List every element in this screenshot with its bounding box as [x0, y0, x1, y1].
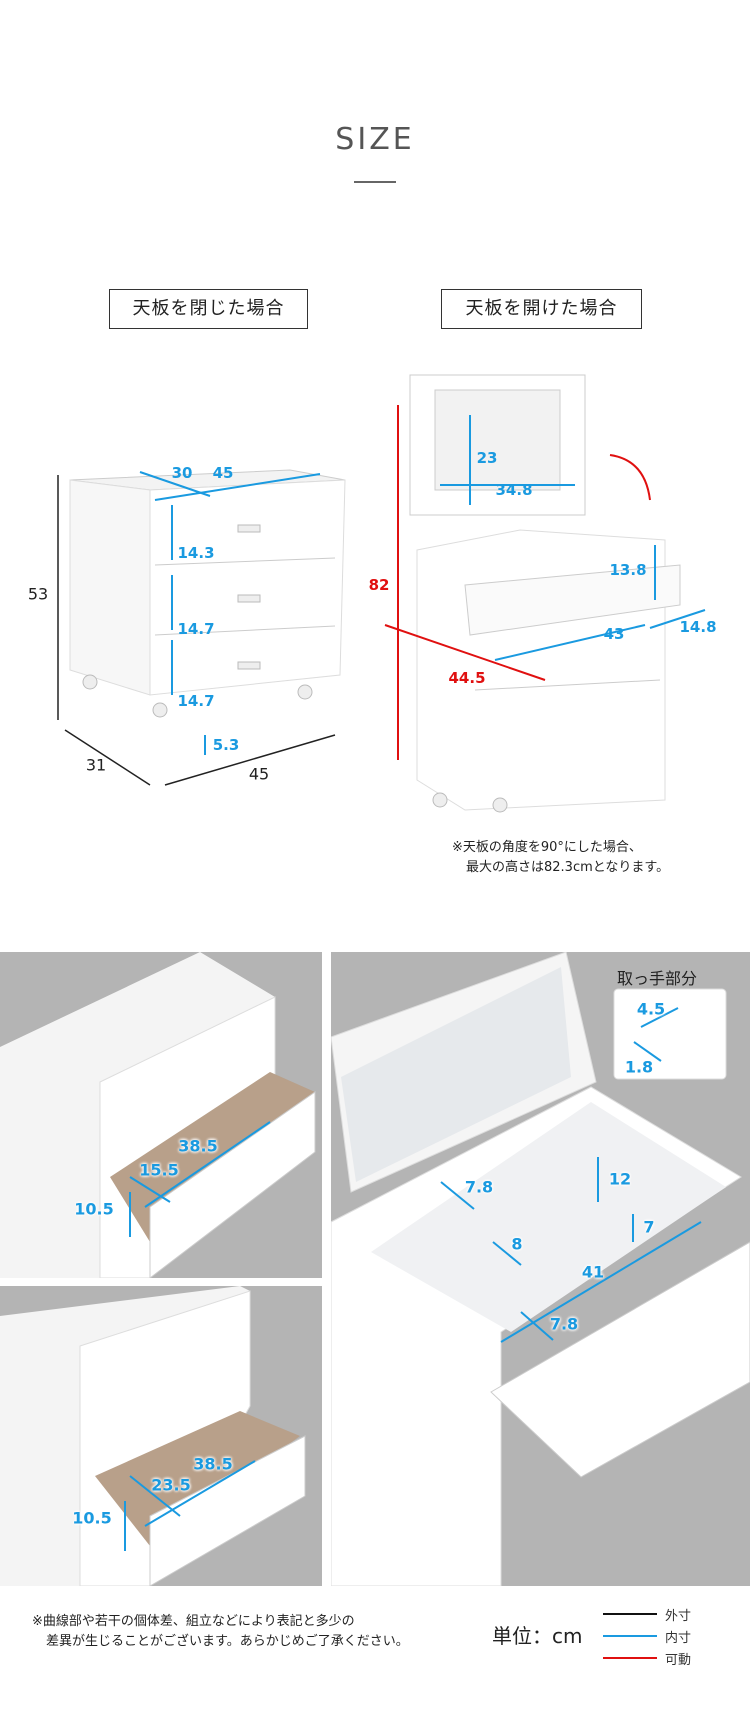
dim-drawer-length: 38.5 [193, 1454, 233, 1474]
legend-label: 内寸 [665, 1630, 692, 1646]
arrow-legend: 外寸 内寸 可動 [603, 1603, 691, 1669]
dim-drawer-length: 38.5 [178, 1136, 218, 1156]
legend-outer: 外寸 [603, 1603, 691, 1625]
legend-label: 可動 [665, 1652, 692, 1668]
footer-note-line2: 差異が生じることがございます。あらかじめご了承ください。 [46, 1634, 409, 1649]
dim-compartment3: 7.8 [549, 1314, 579, 1334]
open-chest-drawing: 82 23 34.8 13.8 43 14.8 44.5 [360, 360, 750, 820]
dim-swing: 44.5 [448, 669, 486, 687]
photo-bottom-left: 38.5 23.5 10.5 [0, 1286, 322, 1586]
dim-handle-width: 4.5 [636, 999, 666, 1019]
inset-title: 取っ手部分 [617, 969, 698, 988]
unit-label: 単位：cm [492, 1624, 583, 1648]
open-chest-illustration [384, 374, 706, 813]
dim-tray-width: 43 [603, 625, 625, 643]
dim-drawer3: 14.7 [177, 692, 215, 710]
legend-movable: 可動 [603, 1647, 691, 1669]
dim-flap-depth: 14.8 [679, 618, 717, 636]
black-arrow-icon [603, 1613, 657, 1615]
dim-tray-height: 13.8 [609, 561, 647, 579]
dim-compartment1: 7.8 [464, 1177, 494, 1197]
open-note-line1: ※天板の角度を90°にした場合、 [452, 840, 642, 855]
legend-label: 外寸 [665, 1608, 692, 1624]
dim-width: 45 [248, 764, 270, 784]
dim-depth: 31 [85, 755, 107, 775]
dim-top-width: 45 [212, 464, 234, 482]
dim-compartment2: 8 [511, 1234, 523, 1254]
closed-label: 天板を閉じた場合 [109, 289, 308, 329]
open-note: ※天板の角度を90°にした場合、 最大の高さは82.3cmとなります。 [452, 838, 669, 878]
red-arrow-icon [603, 1657, 657, 1659]
footer-note-line1: ※曲線部や若干の個体差、組立などにより表記と多少の [32, 1614, 355, 1629]
dim-handle-height: 1.8 [624, 1057, 654, 1077]
dim-divider-height2: 7 [643, 1217, 655, 1237]
dim-mirror-width: 34.8 [495, 481, 533, 499]
closed-chest-illustration [57, 469, 346, 786]
dim-open-height: 82 [368, 576, 390, 594]
dim-drawer-width: 23.5 [151, 1475, 191, 1495]
dim-height: 53 [27, 584, 49, 604]
open-note-line2: 最大の高さは82.3cmとなります。 [466, 860, 670, 875]
dim-drawer2: 14.7 [177, 620, 215, 638]
photo-right: 取っ手部分 4.5 1.8 7.8 12 7 8 41 7.8 [331, 952, 750, 1586]
footer-note: ※曲線部や若干の個体差、組立などにより表記と多少の 差異が生じることがございます… [32, 1612, 409, 1652]
dim-drawer1: 14.3 [177, 544, 215, 562]
dim-drawer-height: 10.5 [72, 1508, 112, 1528]
blue-arrow-icon [603, 1635, 657, 1637]
dim-caster: 5.3 [212, 736, 240, 754]
page-title: SIZE [335, 122, 415, 157]
dim-drawer-height: 10.5 [74, 1199, 114, 1219]
legend-inner: 内寸 [603, 1625, 691, 1647]
dim-mirror-height: 23 [476, 449, 498, 467]
closed-chest-drawing: 30 45 14.3 14.7 14.7 5.3 53 31 45 [0, 430, 360, 790]
open-label: 天板を開けた場合 [441, 289, 642, 329]
dim-drawer-width: 15.5 [139, 1160, 179, 1180]
dim-tray-length: 41 [581, 1262, 605, 1282]
dim-divider-height1: 12 [608, 1169, 632, 1189]
dim-top-depth: 30 [171, 464, 193, 482]
title-divider [354, 181, 396, 183]
photo-top-left: 38.5 15.5 10.5 [0, 952, 322, 1278]
